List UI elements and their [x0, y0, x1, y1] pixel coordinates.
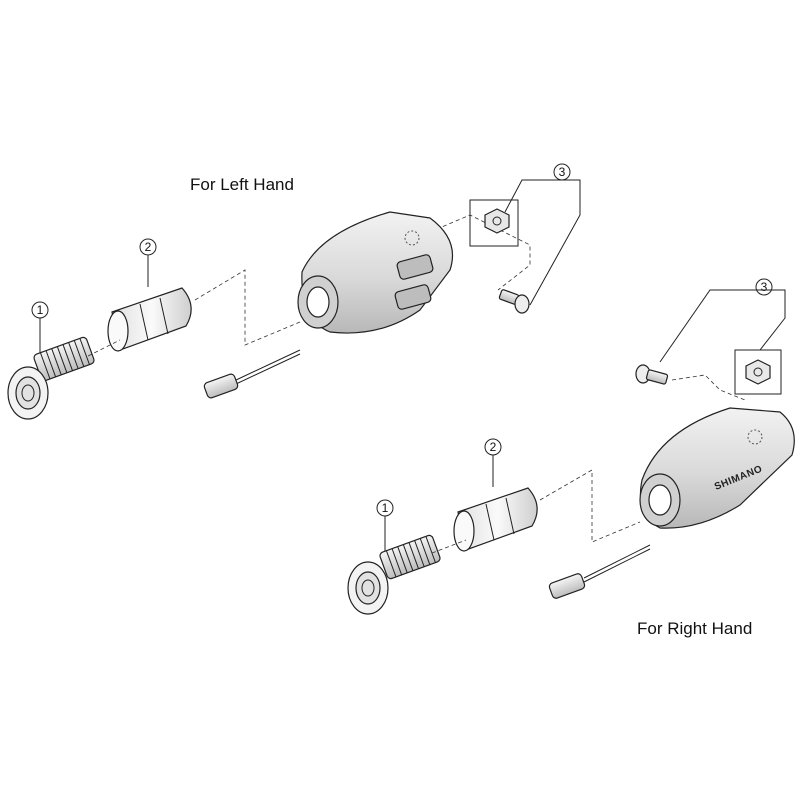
callout-1-right: 1	[376, 499, 394, 556]
sleeve-slot	[505, 497, 515, 535]
assembly-line	[194, 269, 301, 346]
sleeve-opening	[107, 310, 129, 352]
callout-number: 3	[559, 165, 566, 179]
left-hand-assembly: For Left Hand 1 2 3	[7, 163, 581, 420]
nut-inset-right	[734, 349, 782, 395]
cable-line	[235, 349, 301, 381]
callout-3-left: 3	[504, 163, 581, 306]
callout-3-right: 3	[659, 278, 786, 363]
fixing-screw-left	[498, 289, 530, 314]
bolt-threads	[379, 534, 441, 580]
sleeve-body	[457, 487, 538, 551]
leader-line	[659, 289, 786, 363]
hex-nut	[745, 359, 771, 385]
shift-cable-right	[548, 544, 651, 599]
callout-number: 3	[761, 280, 768, 294]
bolt-hex-socket	[361, 579, 375, 597]
inset-frame	[469, 199, 519, 247]
sleeve-slot	[159, 297, 169, 335]
callout-circle	[755, 278, 773, 296]
sleeve-opening	[453, 510, 475, 552]
shift-cable-left	[203, 349, 301, 399]
cable-end-cap	[203, 373, 239, 399]
bar-end-shifter-right: SHIMANO	[639, 407, 795, 529]
end-bolt-left	[7, 336, 95, 420]
thread-lines	[39, 338, 90, 380]
cable-line	[235, 353, 301, 385]
screw-head	[514, 294, 530, 314]
nut-hole	[753, 367, 763, 377]
assembly-line	[87, 339, 121, 357]
sleeve-body	[111, 287, 192, 351]
callout-number: 2	[145, 240, 152, 254]
callout-2-right: 2	[484, 438, 502, 487]
right-hand-heading: For Right Hand	[637, 619, 752, 638]
shifter-bore-inner	[648, 484, 672, 516]
adjust-screw-point	[747, 429, 763, 445]
expander-sleeve-right	[453, 487, 538, 552]
assembly-line	[671, 374, 746, 401]
callout-2-left: 2	[139, 238, 157, 287]
cable-end-cap	[548, 573, 586, 599]
right-hand-assembly: For Right Hand 1 2 3	[347, 278, 795, 638]
callout-number: 1	[382, 501, 389, 515]
fixing-screw-right	[635, 364, 669, 385]
shift-lever-lower	[394, 284, 432, 310]
nut-inset-left	[469, 199, 519, 247]
bolt-hex-socket	[21, 384, 35, 402]
adjust-screw-point	[404, 230, 420, 246]
cable-line	[583, 544, 651, 579]
bar-end-shifter-left	[297, 211, 454, 334]
left-hand-heading: For Left Hand	[190, 175, 294, 194]
bolt-head-recess	[15, 376, 41, 410]
cable-line	[583, 548, 651, 583]
expander-sleeve-left	[107, 287, 192, 352]
shifter-bore-inner	[306, 286, 330, 318]
bolt-head-recess	[355, 571, 381, 605]
thread-lines	[385, 536, 436, 578]
sleeve-slot	[139, 303, 149, 341]
callout-number: 2	[490, 440, 497, 454]
screw-shank	[645, 369, 669, 385]
assembly-line	[431, 539, 467, 554]
inset-frame	[734, 349, 782, 395]
leader-line	[504, 179, 581, 306]
sleeve-slot	[485, 503, 495, 541]
shift-lever-upper	[396, 254, 434, 280]
assembly-line	[539, 469, 641, 543]
bolt-threads	[33, 336, 95, 382]
assembly-line	[429, 214, 531, 291]
end-bolt-right	[347, 534, 441, 615]
callout-number: 1	[37, 303, 44, 317]
hex-nut	[484, 208, 510, 234]
nut-hole	[492, 216, 502, 226]
